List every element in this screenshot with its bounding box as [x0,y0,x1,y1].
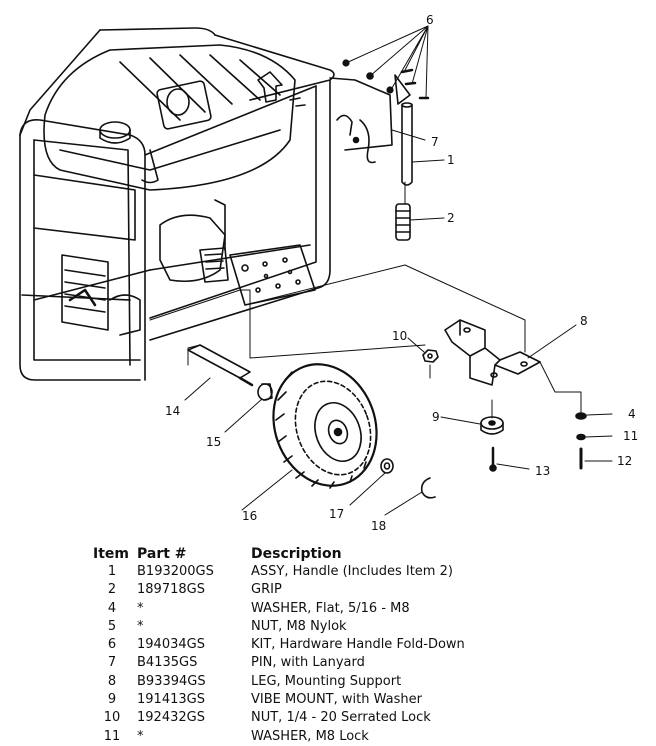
cell-item: 7 [107,655,117,671]
table-row: 1 B193200GS ASSY, Handle (Includes Item … [93,563,471,581]
callout-9: 9 [432,410,440,424]
cell-item: 9 [107,692,117,708]
handle-bracket [329,77,393,164]
fuel-tank [43,44,306,191]
table-row: 4 * WASHER, Flat, 5/16 - M8 [93,600,471,618]
base-plate [229,244,316,306]
retaining-clip [420,477,436,499]
washer-and-bolt [575,412,587,470]
cell-description: ASSY, Handle (Includes Item 2) [251,564,453,579]
cell-description: WASHER, M8 Lock [251,728,369,744]
cell-item: 4 [107,600,117,616]
cell-description: VIBE MOUNT, with Washer [251,692,422,708]
table-row: 8 B93394GS LEG, Mounting Support [93,673,471,691]
cell-description: NUT, M8 Nylok [251,618,347,634]
table-row: 7 B4135GS PIN, with Lanyard [93,654,471,672]
table-row: 9 191413GS VIBE MOUNT, with Washer [93,691,471,709]
callout-16: 16 [242,509,257,523]
assembly-lines [149,181,582,419]
cell-item: 10 [103,710,121,726]
cell-item: 2 [107,582,117,598]
callout-11: 11 [623,429,638,443]
callout-13: 13 [535,464,550,478]
mounting-leg [444,319,541,386]
header-part: Part # [137,546,187,562]
cell-part: 191413GS [137,692,205,708]
callout-18: 18 [371,519,386,533]
cell-part: * [137,618,144,634]
table-row: 2 189718GS GRIP [93,581,471,599]
callout-6: 6 [426,13,434,27]
exploded-parts-diagram: 6 7 1 2 8 10 9 4 11 12 13 14 15 16 17 18 [19,13,638,533]
table-row: 10 192432GS NUT, 1/4 - 20 Serrated Lock [93,709,471,727]
cell-part: 189718GS [137,582,205,598]
callout-17: 17 [329,507,344,521]
callout-14: 14 [165,404,180,418]
cell-description: PIN, with Lanyard [251,655,365,671]
callout-15: 15 [206,435,221,449]
axle [187,344,254,387]
vibe-mount [480,416,504,435]
cell-description: WASHER, Flat, 5/16 - M8 [251,600,410,616]
header-item: Item [93,546,129,562]
screw [489,446,497,472]
callout-4: 4 [628,407,636,421]
table-row: 5 * NUT, M8 Nylok [93,618,471,636]
callout-1: 1 [447,153,455,167]
cell-part: 192432GS [137,710,205,726]
callout-7: 7 [431,135,439,149]
callout-10: 10 [392,329,407,343]
table-row: 11 * WASHER, M8 Lock [93,728,471,746]
cell-description: GRIP [251,582,282,598]
cell-description: KIT, Hardware Handle Fold-Down [251,637,465,653]
flange-nut [422,349,439,363]
callout-12: 12 [617,454,632,468]
cell-item: 6 [107,637,117,653]
cell-item: 1 [107,564,117,579]
cell-part: B193200GS [137,564,214,579]
header-description: Description [251,546,342,562]
callout-numbers: 6 7 1 2 8 10 9 4 11 12 13 14 15 16 17 18 [165,13,638,533]
hardware-kit [342,59,430,105]
cell-part: B93394GS [137,673,206,689]
cell-part: * [137,600,144,616]
callout-2: 2 [447,211,455,225]
grip [395,203,411,241]
spacer [257,383,273,401]
wheel-washer [380,458,394,474]
cell-part: B4135GS [137,655,198,671]
table-row: 6 194034GS KIT, Hardware Handle Fold-Dow… [93,636,471,654]
cell-part: * [137,728,144,744]
leader-lines [184,25,613,516]
handle-tube [401,102,413,186]
parts-list: Item Part # Description 1 B193200GS ASSY… [93,546,471,746]
cell-item: 5 [107,618,117,634]
parts-table-header: Item Part # Description [93,546,471,563]
generator-frame [19,27,335,381]
wheel [272,363,378,489]
callout-8: 8 [580,314,588,328]
engine-assembly [33,174,229,336]
cell-item: 11 [103,728,121,744]
cell-part: 194034GS [137,637,205,653]
cell-description: LEG, Mounting Support [251,673,402,689]
parts-table: Item Part # Description 1 B193200GS ASSY… [93,546,471,746]
cell-item: 8 [107,673,117,689]
cell-description: NUT, 1/4 - 20 Serrated Lock [251,710,431,726]
